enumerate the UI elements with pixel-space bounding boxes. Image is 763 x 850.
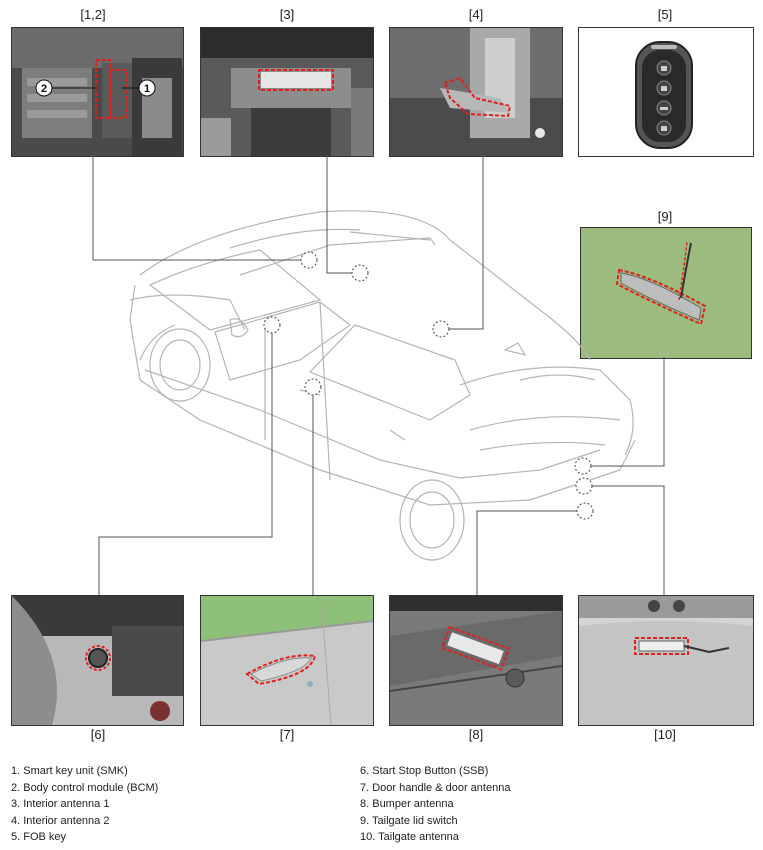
leader-10 bbox=[592, 485, 665, 595]
marker-door-handle bbox=[304, 378, 322, 396]
leader-lines bbox=[92, 155, 665, 595]
callout-2: 2 bbox=[41, 83, 47, 95]
photo-door-handle bbox=[200, 595, 374, 726]
photo-interior-antenna-2 bbox=[389, 27, 563, 157]
tailgate-lid-switch-illustration bbox=[581, 228, 751, 358]
leader-9 bbox=[591, 357, 665, 467]
leader-1-2 bbox=[92, 155, 301, 261]
legend-right: 6. Start Stop Button (SSB) 7. Door handl… bbox=[360, 763, 510, 846]
leader-3 bbox=[326, 155, 352, 274]
legend-item-10: 10. Tailgate antenna bbox=[360, 831, 459, 843]
panel-label-3: [3] bbox=[279, 7, 295, 22]
start-stop-button-illustration bbox=[12, 596, 183, 725]
fob-key-illustration bbox=[579, 28, 753, 156]
legend-item-8: 8. Bumper antenna bbox=[360, 798, 454, 810]
legend-item-4: 4. Interior antenna 2 bbox=[11, 814, 110, 827]
marker-bumper-antenna bbox=[576, 502, 594, 520]
leader-4 bbox=[449, 155, 484, 330]
panel-label-1-2: [1,2] bbox=[80, 7, 106, 22]
marker-interior-antenna-1 bbox=[351, 264, 369, 282]
tailgate-antenna-illustration bbox=[579, 596, 753, 725]
legend-item-9: 9. Tailgate lid switch bbox=[360, 814, 458, 827]
legend-item-3: 3. Interior antenna 1 bbox=[11, 798, 110, 810]
leader-6 bbox=[98, 333, 273, 595]
legend-item-5: 5. FOB key bbox=[11, 831, 67, 843]
legend-item-2: 2. Body control module (BCM) bbox=[11, 781, 159, 794]
car-outline bbox=[129, 210, 636, 506]
marker-smk-bcm bbox=[300, 251, 318, 269]
photo-smart-key-unit-bcm: 2 1 bbox=[11, 27, 184, 157]
marker-ssb bbox=[263, 316, 281, 334]
car-wheels bbox=[149, 328, 465, 561]
panel-label-7: [7] bbox=[279, 727, 295, 742]
legend-item-6: 6. Start Stop Button (SSB) bbox=[360, 765, 489, 777]
legend-item-1: 1. Smart key unit (SMK) bbox=[11, 765, 128, 777]
legend-left: 1. Smart key unit (SMK) 2. Body control … bbox=[11, 763, 158, 846]
panel-label-10: [10] bbox=[654, 727, 676, 742]
panel-label-9: [9] bbox=[657, 209, 673, 224]
location-markers bbox=[263, 251, 594, 520]
photo-tailgate-lid-switch bbox=[580, 227, 752, 359]
panel-label-4: [4] bbox=[468, 7, 484, 22]
panel-label-8: [8] bbox=[468, 727, 484, 742]
photo-interior-antenna-2-illustration bbox=[390, 28, 562, 156]
photo-bumper-antenna bbox=[389, 595, 563, 726]
marker-tailgate-lid-switch bbox=[574, 457, 592, 475]
photo-start-stop-button bbox=[11, 595, 184, 726]
panel-label-6: [6] bbox=[90, 727, 106, 742]
panel-label-5: [5] bbox=[657, 7, 673, 22]
leader-8 bbox=[476, 510, 577, 595]
marker-interior-antenna-2 bbox=[432, 320, 450, 338]
marker-tailgate-antenna bbox=[575, 477, 593, 495]
bumper-antenna-illustration bbox=[390, 596, 562, 725]
photo-interior-antenna-1-illustration bbox=[201, 28, 373, 156]
photo-smk-bcm-illustration: 2 1 bbox=[12, 28, 183, 156]
legend-item-7: 7. Door handle & door antenna bbox=[360, 781, 511, 794]
photo-interior-antenna-1 bbox=[200, 27, 374, 157]
photo-fob-key bbox=[578, 27, 754, 157]
callout-1: 1 bbox=[144, 83, 150, 95]
photo-tailgate-antenna bbox=[578, 595, 754, 726]
door-handle-illustration bbox=[201, 596, 373, 725]
